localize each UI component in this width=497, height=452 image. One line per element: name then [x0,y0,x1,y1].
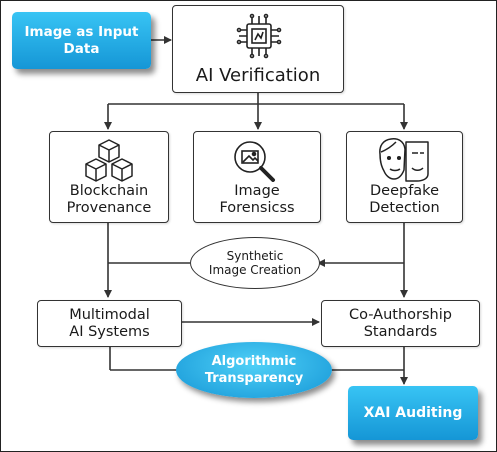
transparency-label-line1: Algorithmic [211,354,297,369]
ai-verification-box: AI Verification [172,5,344,93]
forensics-label-line2: Forensicss [219,200,295,216]
multimodal-ai-box: Multimodal AI Systems [37,300,182,347]
forensics-label-line1: Image [234,183,280,199]
coauthorship-label-line2: Standards [363,323,438,340]
blockchain-label-line2: Provenance [66,200,152,216]
blockchain-label-line1: Blockchain [69,183,149,199]
coauthorship-standards-box: Co-Authorship Standards [321,300,480,347]
transparency-label-line2: Transparency [204,371,304,386]
xai-auditing-box: XAI Auditing [348,386,478,440]
synthetic-image-creation-oval: Synthetic Image Creation [190,237,320,289]
multimodal-label-line2: AI Systems [69,323,150,340]
algorithmic-transparency-oval: Algorithmic Transparency [176,342,332,398]
chip-icon [236,13,282,59]
xai-auditing-label: XAI Auditing [363,404,463,421]
input-data-label-line2: Data [63,40,100,57]
deepfake-label-line2: Detection [369,200,440,216]
image-forensics-box: Image Forensicss [193,131,321,223]
blockchain-provenance-box: Blockchain Provenance [49,131,169,223]
multimodal-label-line1: Multimodal [69,306,150,323]
coauthorship-label-line1: Co-Authorship [349,306,452,323]
input-data-label-line1: Image as Input [24,23,139,40]
deepfake-label-line1: Deepfake [369,183,439,199]
cubes-icon [85,139,133,182]
synthetic-label-line2: Image Creation [208,263,302,277]
ai-verification-label: AI Verification [195,65,321,86]
faces-icon [379,138,429,182]
magnifier-image-icon [234,141,275,182]
synthetic-label-line1: Synthetic [226,249,284,263]
input-data-box: Image as Input Data [12,12,151,69]
deepfake-detection-box: Deepfake Detection [346,131,463,223]
